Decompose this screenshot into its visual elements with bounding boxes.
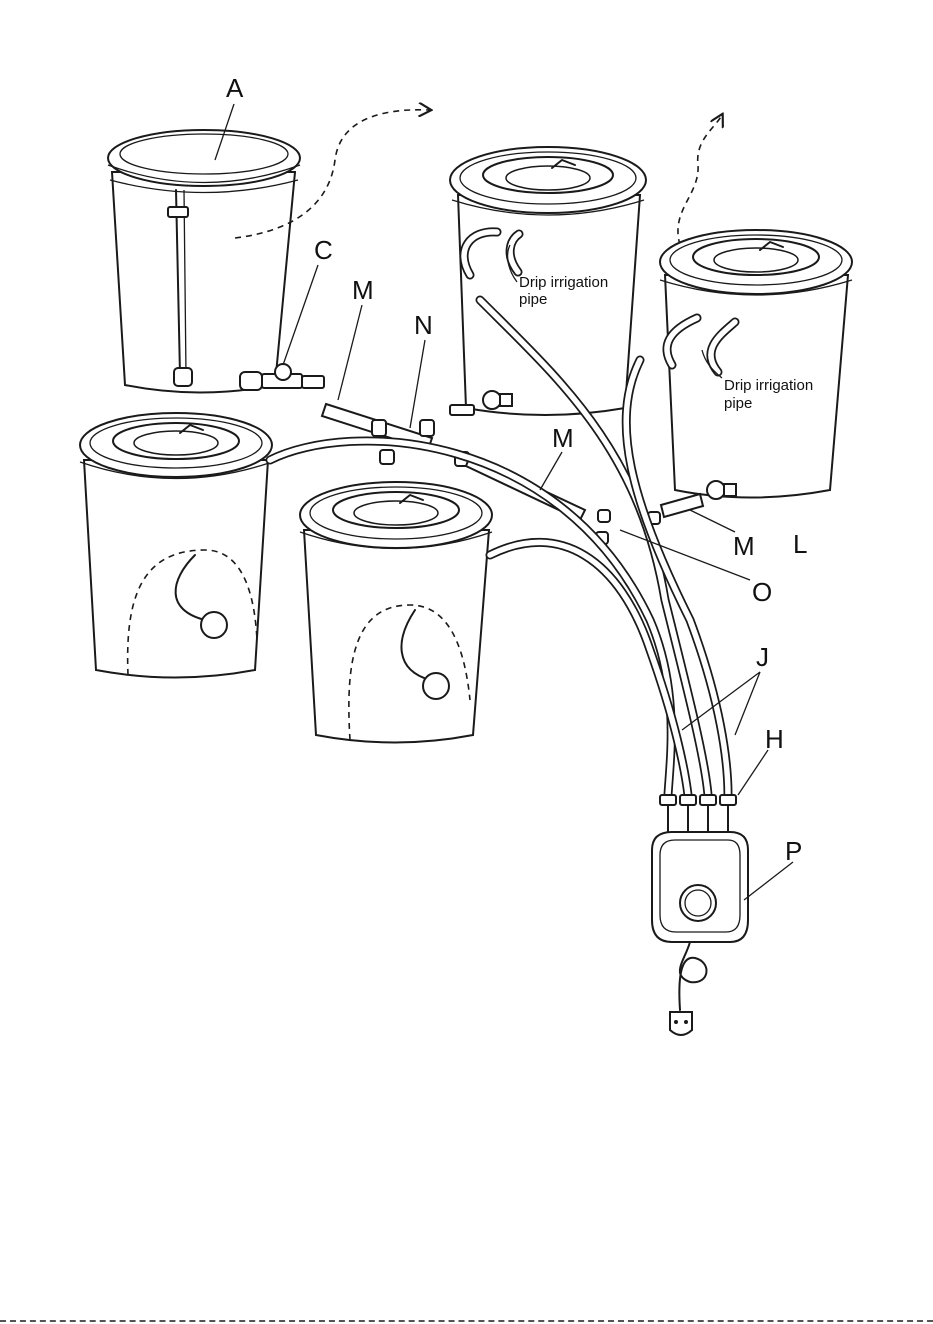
reservoir-bucket-a [108, 130, 300, 393]
air-stone [201, 612, 227, 638]
tap [483, 391, 501, 409]
label-c: C [314, 235, 333, 265]
drip-irrigation-label-1: Drip irrigation [519, 274, 608, 291]
label-j: J [756, 642, 769, 672]
label-l: L [793, 529, 807, 559]
check-valve [660, 795, 676, 805]
air-pump-p [652, 832, 748, 1035]
label-m-top: M [352, 275, 374, 305]
air-stone [423, 673, 449, 699]
grow-bucket-bottom-left [80, 413, 272, 678]
check-valve [700, 795, 716, 805]
check-valve [720, 795, 736, 805]
tap [707, 481, 725, 499]
connector-n [372, 420, 386, 436]
valve-c [240, 372, 262, 390]
flow-arrow-right [678, 115, 722, 245]
grow-bucket-bottom-middle [300, 482, 492, 743]
connector-o [598, 510, 610, 522]
check-valve [680, 795, 696, 805]
drip-irrigation-label-1b: pipe [519, 291, 547, 308]
tube-elbow [174, 368, 192, 386]
page-cut-line [0, 1320, 933, 1322]
label-n: N [414, 310, 433, 340]
power-plug [670, 1012, 692, 1035]
label-m-middle: M [552, 423, 574, 453]
label-p: P [785, 836, 802, 866]
grow-bucket-top-right [660, 230, 852, 499]
label-m-right: M [733, 531, 755, 561]
drip-irrigation-label-2b: pipe [724, 395, 752, 412]
label-o: O [752, 577, 772, 607]
drip-irrigation-label-2: Drip irrigation [724, 377, 813, 394]
label-a: A [226, 73, 244, 103]
tube-clip [168, 207, 188, 217]
label-h: H [765, 724, 784, 754]
